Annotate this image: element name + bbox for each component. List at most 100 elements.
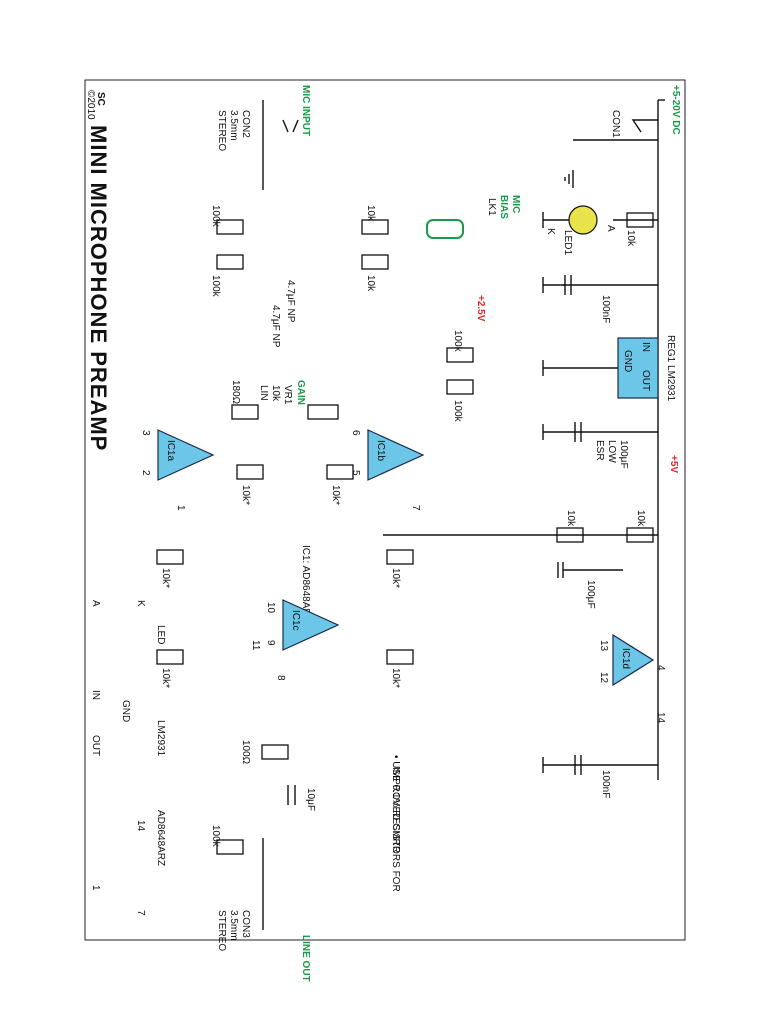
svg-text:10k*: 10k*	[160, 668, 171, 688]
svg-text:14: 14	[135, 820, 146, 832]
cap-100nf-a	[563, 275, 658, 295]
svg-text:MIC: MIC	[510, 195, 521, 213]
svg-text:10k: 10k	[635, 510, 646, 527]
svg-text:K: K	[545, 228, 556, 235]
svg-text:10μF: 10μF	[305, 788, 316, 811]
svg-text:LK1: LK1	[486, 198, 497, 216]
svg-text:LINE OUT: LINE OUT	[300, 935, 311, 982]
svg-text:4.7μF NP: 4.7μF NP	[270, 305, 281, 348]
svg-text:10k: 10k	[365, 205, 376, 222]
svg-text:IC1d: IC1d	[620, 648, 631, 669]
svg-text:LIN: LIN	[258, 385, 269, 401]
svg-text:IN: IN	[640, 342, 651, 352]
lk1-mic-bias-link	[426, 219, 464, 239]
svg-text:BIAS: BIAS	[498, 195, 509, 219]
svg-text:ESR: ESR	[594, 440, 605, 461]
svg-text:10k*: 10k*	[240, 485, 251, 505]
svg-text:100nF: 100nF	[600, 770, 611, 798]
svg-text:IC1b: IC1b	[375, 440, 386, 462]
svg-text:K: K	[135, 600, 146, 607]
svg-text:IC1a: IC1a	[165, 440, 176, 462]
schematic: SC ©2010 MINI MICROPHONE PREAMP +5-20V D…	[85, 85, 681, 982]
svg-text:6: 6	[350, 430, 361, 436]
note-line-1: • USE 0.1% RESISTORS FOR	[390, 755, 401, 892]
svg-text:2: 2	[140, 470, 151, 476]
con1-jack	[573, 119, 658, 141]
svg-text:OUT: OUT	[640, 370, 651, 391]
svg-text:STEREO: STEREO	[216, 910, 227, 951]
copyright: ©2010	[85, 90, 96, 120]
svg-text:IC1c: IC1c	[290, 610, 301, 631]
svg-text:14: 14	[655, 712, 666, 724]
svg-text:100k: 100k	[452, 330, 463, 353]
svg-text:13: 13	[598, 640, 609, 652]
svg-text:9: 9	[265, 640, 276, 646]
svg-text:10k: 10k	[625, 230, 636, 247]
svg-text:5: 5	[350, 470, 361, 476]
svg-text:10: 10	[265, 602, 276, 614]
svg-text:100μF: 100μF	[618, 440, 629, 469]
svg-text:STEREO: STEREO	[216, 110, 227, 151]
led-resistor	[626, 212, 654, 228]
svg-text:1: 1	[175, 505, 186, 511]
svg-text:12: 12	[598, 672, 609, 684]
con1-label: CON1	[610, 110, 621, 138]
cap-100uf-low-esr	[542, 422, 658, 442]
supply-input-label: +5-20V DC	[670, 85, 681, 135]
svg-text:10k: 10k	[270, 385, 281, 402]
vr1-gain-pot	[307, 404, 339, 420]
ic1c-opamp	[282, 599, 340, 651]
ic1d-opamp	[612, 633, 655, 687]
svg-text:MIC INPUT: MIC INPUT	[300, 85, 311, 136]
svg-text:GND: GND	[622, 350, 633, 372]
svg-text:8: 8	[275, 675, 286, 681]
rail-5v-label: +5V	[668, 455, 679, 473]
svg-text:10k: 10k	[365, 275, 376, 292]
svg-text:4.7μF NP: 4.7μF NP	[285, 280, 296, 323]
rail-2v5-label: +2.5V	[475, 295, 486, 322]
svg-text:10k: 10k	[565, 510, 576, 527]
svg-text:LM2931: LM2931	[155, 720, 166, 757]
svg-text:10k*: 10k*	[160, 568, 171, 588]
svg-text:3.5mm: 3.5mm	[228, 110, 239, 141]
svg-text:LOW: LOW	[606, 440, 617, 463]
ic1b-opamp	[367, 429, 425, 481]
svg-text:A: A	[90, 600, 101, 607]
svg-text:100k: 100k	[210, 275, 221, 298]
svg-text:3.5mm: 3.5mm	[228, 910, 239, 941]
svg-text:100Ω: 100Ω	[240, 740, 251, 765]
svg-text:IN: IN	[90, 690, 101, 700]
ic1-label: IC1: AD8648ARZ	[300, 545, 311, 622]
svg-text:GND: GND	[120, 700, 131, 722]
note-line-2: IMPROVED CMRR	[390, 767, 401, 853]
con2-jack	[262, 100, 299, 190]
svg-text:LED: LED	[155, 625, 166, 644]
svg-text:CON2: CON2	[240, 110, 251, 138]
svg-text:100k: 100k	[210, 205, 221, 228]
svg-text:10k*: 10k*	[330, 485, 341, 505]
svg-text:4: 4	[655, 665, 666, 671]
svg-text:VR1: VR1	[282, 385, 293, 405]
svg-text:7: 7	[135, 910, 146, 916]
svg-text:AD8648ARZ: AD8648ARZ	[155, 810, 166, 866]
svg-text:11: 11	[250, 640, 261, 651]
svg-text:3: 3	[140, 430, 151, 436]
svg-text:100k: 100k	[210, 825, 221, 848]
svg-text:100nF: 100nF	[600, 295, 611, 323]
frame	[84, 79, 686, 941]
svg-text:7: 7	[410, 505, 421, 511]
svg-text:10k*: 10k*	[390, 668, 401, 688]
reg1-label: REG1 LM2931	[665, 335, 676, 402]
svg-text:100μF: 100μF	[585, 580, 596, 609]
logo: SC	[95, 92, 106, 106]
svg-text:180Ω: 180Ω	[230, 380, 241, 405]
cap-100nf-b	[542, 755, 658, 775]
svg-text:A: A	[605, 225, 616, 232]
svg-text:LED1: LED1	[562, 230, 573, 255]
diagram-title: MINI MICROPHONE PREAMP	[86, 125, 111, 451]
svg-text:100k: 100k	[452, 400, 463, 423]
ic1a-opamp	[157, 429, 215, 481]
svg-text:GAIN: GAIN	[295, 380, 306, 405]
svg-text:OUT: OUT	[90, 735, 101, 756]
